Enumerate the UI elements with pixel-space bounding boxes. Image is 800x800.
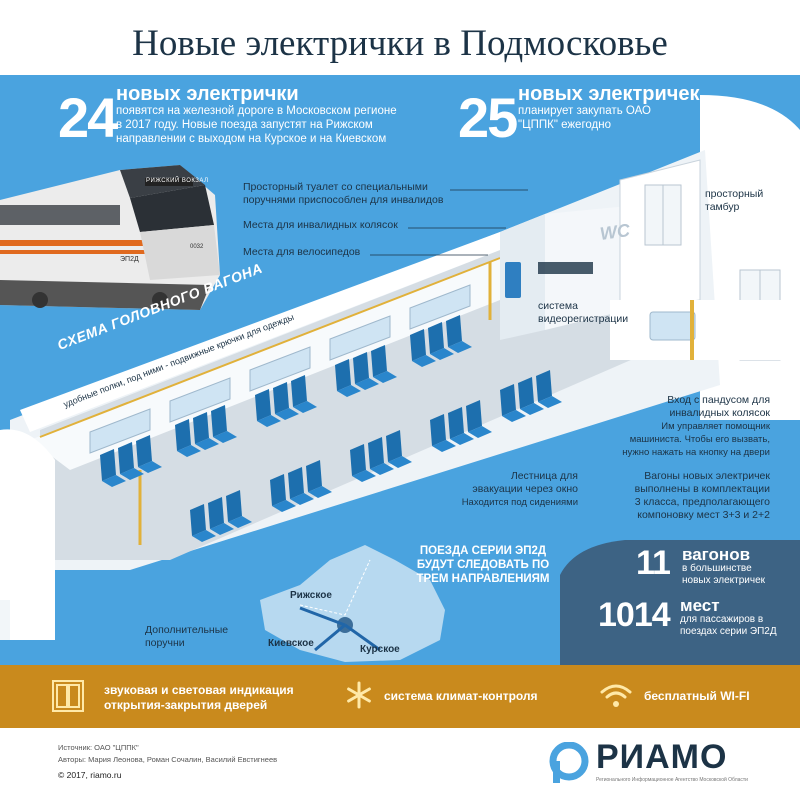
callout-wheelchair-places: Места для инвалидных колясок	[243, 219, 398, 231]
stat-wagons-headline: вагонов	[682, 545, 751, 564]
footer-source: Источник: ОАО "ЦППК"	[58, 743, 139, 752]
stat-seats-number: 1014	[598, 596, 671, 634]
feature-climate-text: система климат-контроля	[384, 689, 538, 703]
seat-block	[100, 435, 162, 487]
feature-doors-text: звуковая и световая индикация открытия-з…	[104, 683, 294, 712]
seat-block	[350, 430, 412, 482]
callout-toilet: Просторный туалет со специальными поручн…	[243, 181, 444, 206]
region-shape	[260, 545, 445, 662]
train-model-label: ЭП2Д	[120, 256, 139, 263]
seat-block	[270, 460, 332, 512]
route-line-rizhskoe	[299, 606, 346, 627]
stat-seats-headline: мест	[680, 596, 720, 615]
seat-block	[500, 370, 562, 422]
route-label-rizhskoe: Рижское	[290, 590, 332, 601]
stat-trains-2017-headline: новых электрички	[116, 83, 299, 105]
callout-ramp-note: Им управляет помощник машиниста. Чтобы е…	[622, 421, 770, 458]
callout-extra-handrails: Дополнительные поручни	[145, 624, 229, 649]
seats-group	[100, 315, 562, 542]
seat-block	[190, 490, 252, 542]
footer-authors: Авторы: Мария Леонова, Роман Сочалин, Ва…	[58, 755, 278, 764]
toilet-block-side	[500, 214, 545, 340]
riamo-logo-subtitle: Регионального Информационное Агентство М…	[596, 777, 748, 783]
route-line-kurskoe	[344, 623, 381, 652]
callout-bicycle-places: Места для велосипедов	[243, 246, 361, 258]
doors-icon	[52, 680, 84, 712]
stat-yearly-text: планирует закупать ОАО "ЦППК" ежегодно	[518, 105, 651, 131]
wc-label: WC	[598, 220, 632, 244]
stat-yearly-number: 25	[458, 86, 518, 149]
callout-car-configuration: Вагоны новых электричек выполнены в комп…	[634, 470, 770, 521]
seat-block	[175, 405, 237, 457]
riamo-logo-text: РИАМО	[596, 738, 728, 776]
callout-vestibule: просторный тамбур	[705, 188, 764, 213]
routes-heading: ПОЕЗДА СЕРИИ ЭП2Д БУДУТ СЛЕДОВАТЬ ПО ТРЕ…	[416, 545, 550, 585]
wifi-icon	[600, 684, 632, 707]
seat-block	[255, 375, 317, 427]
train-silhouette	[560, 540, 800, 665]
stat-wagons-number: 11	[636, 544, 671, 582]
seat-block	[410, 315, 472, 367]
stat-yearly-headline: новых электричек	[518, 83, 700, 105]
carriage-scene	[0, 0, 800, 665]
callout-evacuation-ladder: Лестница для эвакуации через окно	[472, 470, 578, 495]
train-illustration	[0, 165, 220, 310]
route-label-kurskoe: Курское	[360, 644, 400, 655]
snowflake-icon	[347, 681, 371, 709]
route-label-kievskoe: Киевское	[268, 638, 314, 649]
riamo-logo-icon	[549, 742, 589, 783]
route-line-kievskoe	[314, 623, 346, 652]
footer-copyright: © 2017, riamo.ru	[58, 770, 122, 780]
seat-block	[335, 345, 397, 397]
callout-video-system: система видеорегистрации	[538, 300, 629, 325]
callout-ramp: Вход с пандусом для инвалидных колясок	[667, 394, 770, 419]
callout-evacuation-note: Находится под сидениями	[461, 497, 578, 508]
features-bar	[0, 665, 800, 728]
train-destination-sign: РИЖСКИЙ ВОКЗАЛ	[146, 178, 209, 184]
feature-wifi-text: бесплатный WI-FI	[644, 689, 750, 703]
stat-wagons-text: в большинстве новых электричек	[682, 563, 766, 586]
title-area	[0, 0, 800, 75]
stat-seats-text: для пассажиров в поездах серии ЭП2Д	[680, 614, 777, 637]
route-map	[260, 545, 445, 662]
stat-trains-2017-text: появятся на железной дороге в Московском…	[116, 105, 397, 145]
page-title: Новые электрички в Подмосковье	[132, 23, 668, 64]
front-end-shell	[0, 429, 55, 640]
seat-block	[430, 400, 492, 452]
stat-trains-2017-number: 24	[58, 86, 118, 149]
train-number: 0032	[190, 244, 204, 250]
